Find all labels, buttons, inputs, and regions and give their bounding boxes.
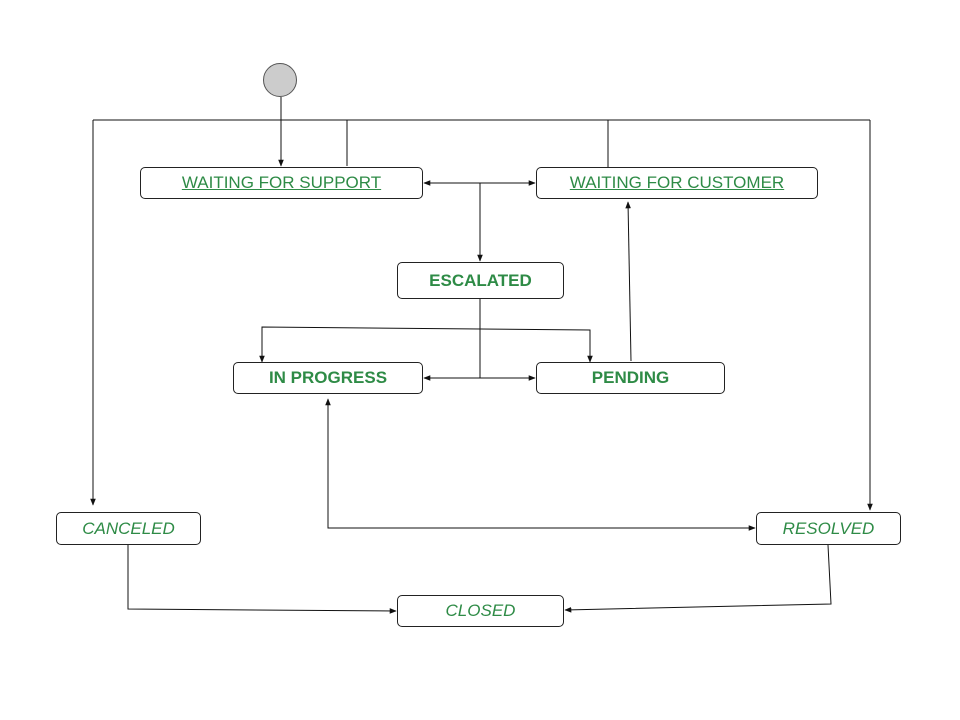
state-waiting-for-customer[interactable]: WAITING FOR CUSTOMER <box>536 167 818 199</box>
state-label: RESOLVED <box>782 518 875 538</box>
state-label: IN PROGRESS <box>268 368 388 387</box>
state-resolved[interactable]: RESOLVED <box>756 512 901 545</box>
start-node <box>263 63 297 97</box>
state-pending[interactable]: PENDING <box>536 362 725 394</box>
edge-resolved-to-closed <box>564 544 832 613</box>
state-label: WAITING FOR SUPPORT <box>181 173 382 192</box>
state-canceled[interactable]: CANCELED <box>56 512 201 545</box>
state-label: ESCALATED <box>429 270 532 290</box>
state-label: CANCELED <box>82 518 175 538</box>
state-escalated[interactable]: ESCALATED <box>397 262 564 299</box>
edge-pending-to-waiting-for-customer <box>625 201 632 362</box>
state-label: WAITING FOR CUSTOMER <box>569 173 785 192</box>
state-label: CLOSED <box>445 601 516 620</box>
state-label: PENDING <box>591 368 670 387</box>
edge-canceled-to-closed <box>127 545 397 614</box>
edge-resolved-in-progress <box>325 398 756 531</box>
state-in-progress[interactable]: IN PROGRESS <box>233 362 423 394</box>
edge-loop-in-progress-pending <box>259 326 593 363</box>
state-waiting-for-support[interactable]: WAITING FOR SUPPORT <box>140 167 423 199</box>
state-closed[interactable]: CLOSED <box>397 595 564 627</box>
